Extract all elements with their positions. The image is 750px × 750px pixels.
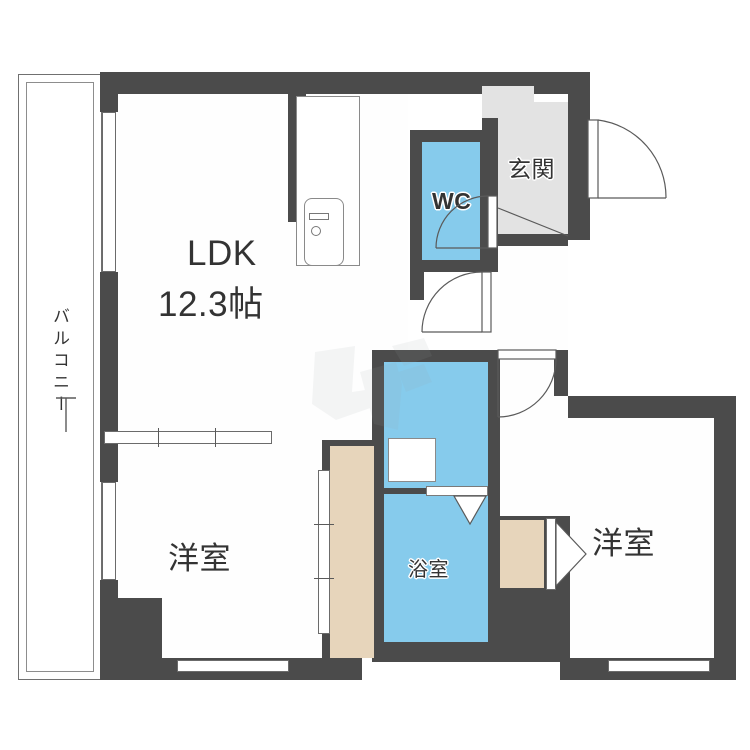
wall-genkan-step: [498, 234, 568, 246]
left-bedroom-label: 洋室: [168, 541, 231, 576]
sliding-door-mullion-1: [158, 428, 159, 447]
ldk-floor: [118, 94, 408, 440]
wall-genkan-wc-divider: [482, 118, 498, 246]
wall-entry-head: [568, 218, 590, 240]
hall-floor-wc-front: [480, 272, 568, 350]
wall-left-lower-a: [100, 440, 118, 482]
bath-door-band: [426, 486, 488, 496]
window-ldk-balcony: [102, 112, 116, 272]
right-bedroom-floor-upper: [500, 396, 568, 516]
left-closet-door-split-2: [314, 578, 334, 579]
wall-hall-left: [410, 272, 424, 300]
ldk-label: LDK: [187, 234, 257, 273]
sliding-door-ldk-bedroom: [104, 431, 272, 444]
right-bedroom-label: 洋室: [592, 526, 655, 561]
left-bedroom-closet: [330, 446, 374, 658]
left-closet-door-split-1: [314, 524, 334, 525]
right-bedroom-floor: [568, 418, 714, 658]
kitchen-drain-icon: [311, 226, 321, 236]
left-closet-sliding-doors: [318, 470, 330, 634]
washing-machine-space: [388, 438, 436, 482]
ldk-area-label: 12.3帖: [158, 285, 264, 324]
balcony-inner-rail: [26, 82, 94, 672]
wall-right-outer: [714, 396, 736, 680]
wall-top-right-return: [568, 72, 590, 232]
wall-left-upper-b: [100, 272, 118, 440]
window-left-bedroom-balcony: [102, 482, 116, 580]
genkan-label: 玄関: [508, 156, 555, 182]
wall-left-bedroom-notch: [100, 598, 162, 658]
sliding-door-mullion-2: [215, 428, 216, 447]
wall-left-upper-a: [100, 72, 118, 112]
wc-label: WC: [432, 188, 472, 214]
wall-right-upper-step: [568, 396, 736, 418]
right-closet-folding-door: [546, 518, 556, 590]
window-right-bedroom-bottom: [608, 660, 710, 672]
wall-hall-right-lower: [554, 350, 568, 396]
balcony-label: バルコニー: [50, 307, 69, 417]
bath-label: 浴室: [408, 559, 449, 581]
kitchen-faucet-plate: [309, 213, 329, 220]
wall-top: [100, 72, 590, 94]
window-left-bedroom-bottom: [177, 660, 289, 672]
shoe-closet: [482, 86, 534, 118]
right-bedroom-closet: [500, 520, 544, 588]
kitchen-sink-basin: [304, 198, 344, 266]
